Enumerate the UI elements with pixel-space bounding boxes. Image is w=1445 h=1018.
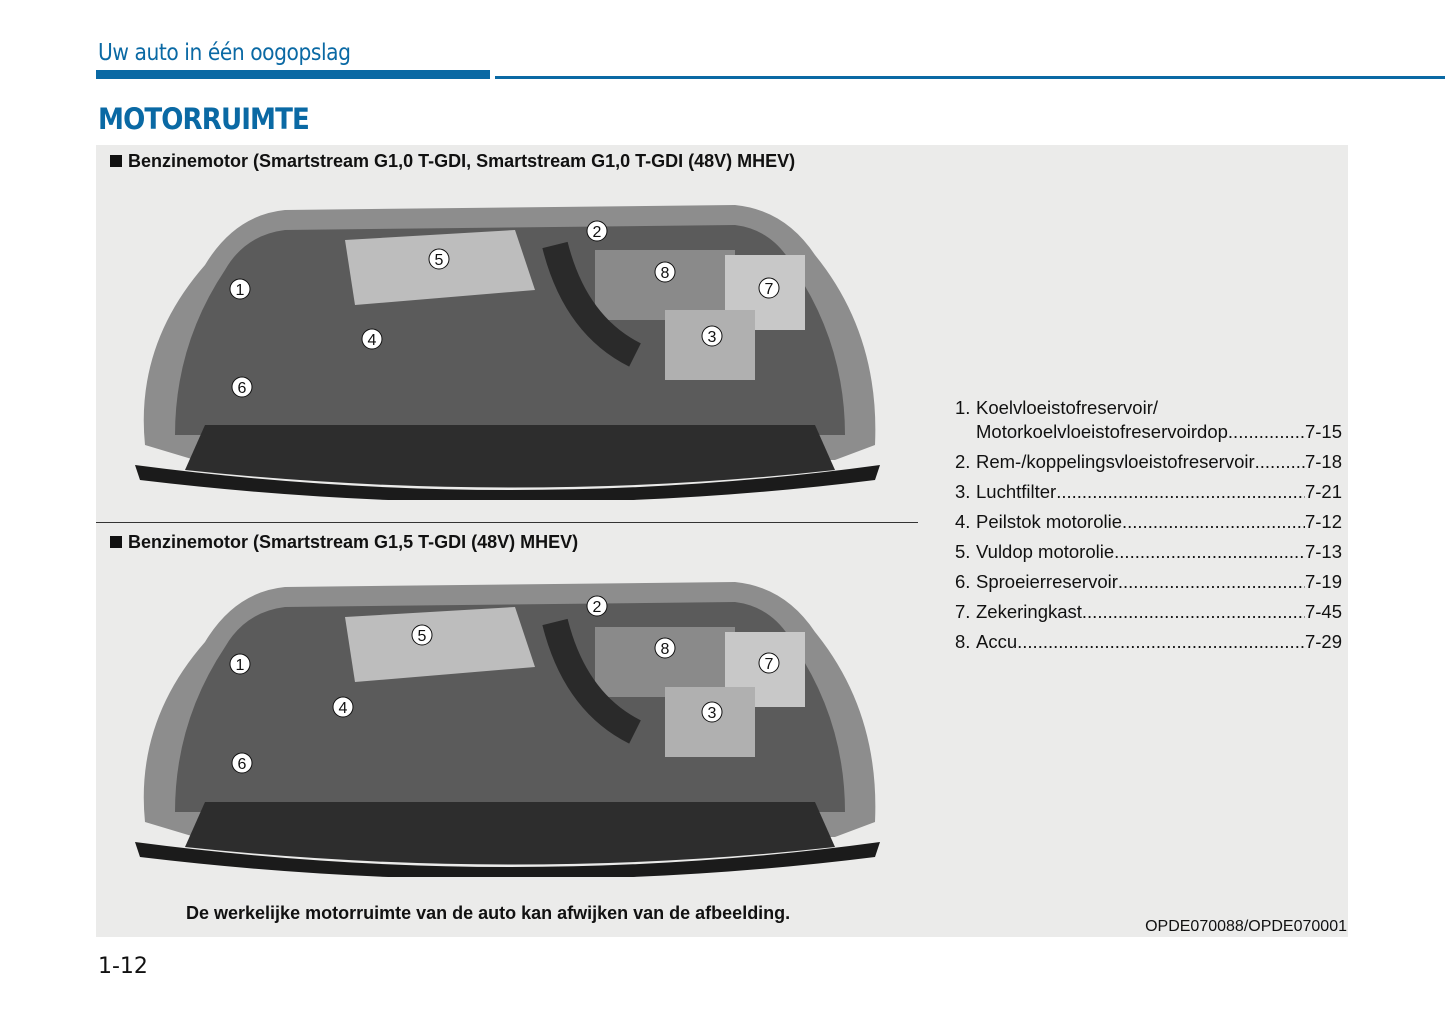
callout-8: 8	[654, 637, 676, 659]
header-bar	[96, 70, 490, 79]
legend-item: 6.Sproeierreservoir 7-19	[955, 571, 1342, 601]
legend-number: 8.	[955, 631, 971, 652]
legend-label: Sproeierreservoir	[976, 571, 1118, 592]
callout-6: 6	[231, 376, 253, 398]
callout-number: 2	[593, 599, 602, 616]
legend-item: 8.Accu 7-29	[955, 631, 1342, 661]
legend-page: 7-21	[1304, 481, 1342, 502]
figure-heading-2: Benzinemotor (Smartstream G1,5 T-GDI (48…	[110, 532, 578, 553]
legend-page: 7-15	[1304, 421, 1342, 442]
legend-page: 7-18	[1304, 451, 1342, 472]
callout-number: 5	[435, 252, 444, 269]
callout-number: 5	[418, 628, 427, 645]
disclaimer-note: De werkelijke motorruimte van de auto ka…	[186, 903, 791, 923]
legend-label: Zekeringkast	[976, 601, 1082, 622]
bullet-square-icon	[110, 536, 122, 548]
callout-4: 4	[361, 328, 383, 350]
callout-2: 2	[586, 595, 608, 617]
callout-1: 1	[229, 278, 251, 300]
engine-cover	[345, 607, 535, 682]
legend-page: 7-13	[1304, 541, 1342, 562]
legend-label: Rem-/koppelingsvloeistofreservoir	[976, 451, 1255, 472]
bumper	[135, 842, 880, 877]
callout-3: 3	[701, 325, 723, 347]
header-rule	[495, 76, 1445, 79]
legend-page: 7-12	[1304, 511, 1342, 532]
section-title: Uw auto in één oogopslag	[98, 40, 351, 66]
callout-number: 4	[339, 700, 348, 717]
legend-page: 7-45	[1304, 601, 1342, 622]
callout-5: 5	[411, 624, 433, 646]
callout-number: 3	[708, 329, 717, 346]
legend-label: Motorkoelvloeistofreservoirdop	[976, 421, 1228, 442]
intake-hose	[542, 241, 642, 367]
callout-2: 2	[586, 220, 608, 242]
callout-number: 8	[661, 265, 670, 282]
figure-heading-text: Benzinemotor (Smartstream G1,0 T-GDI, Sm…	[128, 151, 796, 171]
figure-heading-1: Benzinemotor (Smartstream G1,0 T-GDI, Sm…	[110, 151, 795, 172]
callout-5: 5	[428, 248, 450, 270]
callout-number: 1	[236, 282, 245, 299]
callout-number: 1	[236, 657, 245, 674]
legend-item: 2.Rem-/koppelingsvloeistofreservoir 7-18	[955, 451, 1342, 481]
bumper	[135, 465, 880, 500]
legend-label: Luchtfilter	[976, 481, 1057, 502]
figure-heading-text: Benzinemotor (Smartstream G1,5 T-GDI (48…	[128, 532, 579, 552]
intake-hose	[542, 618, 642, 744]
component-legend: 1.Koelvloeistofreservoir/ Motorkoelvloei…	[955, 397, 1342, 661]
callout-7: 7	[758, 277, 780, 299]
divider	[96, 522, 918, 523]
legend-item: 5.Vuldop motorolie 7-13	[955, 541, 1342, 571]
legend-number: 6.	[955, 571, 971, 592]
front-panel	[185, 425, 835, 488]
callout-8: 8	[654, 261, 676, 283]
callout-number: 7	[765, 281, 774, 298]
legend-number: 5.	[955, 541, 971, 562]
callout-3: 3	[701, 701, 723, 723]
legend-item: 7.Zekeringkast 7-45	[955, 601, 1342, 631]
callout-number: 2	[593, 224, 602, 241]
callout-number: 6	[238, 756, 247, 773]
legend-item: Motorkoelvloeistofreservoirdop 7-15	[955, 421, 1342, 451]
callout-number: 4	[368, 332, 377, 349]
page-number: 1-12	[98, 954, 148, 979]
front-panel	[185, 802, 835, 865]
callout-number: 8	[661, 641, 670, 658]
legend-item: 4.Peilstok motorolie 7-12	[955, 511, 1342, 541]
legend-number: 3.	[955, 481, 971, 502]
legend-label: Koelvloeistofreservoir/	[976, 397, 1158, 418]
legend-page: 7-19	[1304, 571, 1342, 592]
legend-label: Vuldop motorolie	[976, 541, 1115, 562]
fuse-box-area	[595, 250, 735, 320]
page-title: MOTORRUIMTE	[98, 102, 310, 136]
legend-number: 2.	[955, 451, 971, 472]
callout-7: 7	[758, 652, 780, 674]
legend-number: 1.	[955, 397, 971, 418]
engine-bay-illustration-2: 1 2 3 4 5 6 7 8	[135, 582, 880, 877]
callout-4: 4	[332, 696, 354, 718]
engine-bay-illustration-1: 1 2 3 4 5 6 7 8	[135, 205, 880, 500]
image-code: OPDE070088/OPDE070001	[1145, 918, 1347, 935]
legend-number: 4.	[955, 511, 971, 532]
callout-number: 3	[708, 705, 717, 722]
bullet-square-icon	[110, 155, 122, 167]
legend-label: Peilstok motorolie	[976, 511, 1123, 532]
callout-number: 7	[765, 656, 774, 673]
legend-item: 1.Koelvloeistofreservoir/	[955, 397, 1342, 421]
legend-item: 3.Luchtfilter 7-21	[955, 481, 1342, 511]
legend-number: 7.	[955, 601, 971, 622]
callout-6: 6	[231, 752, 253, 774]
legend-label: Accu	[976, 631, 1018, 652]
callout-number: 6	[238, 380, 247, 397]
callout-1: 1	[229, 653, 251, 675]
legend-page: 7-29	[1304, 631, 1342, 652]
